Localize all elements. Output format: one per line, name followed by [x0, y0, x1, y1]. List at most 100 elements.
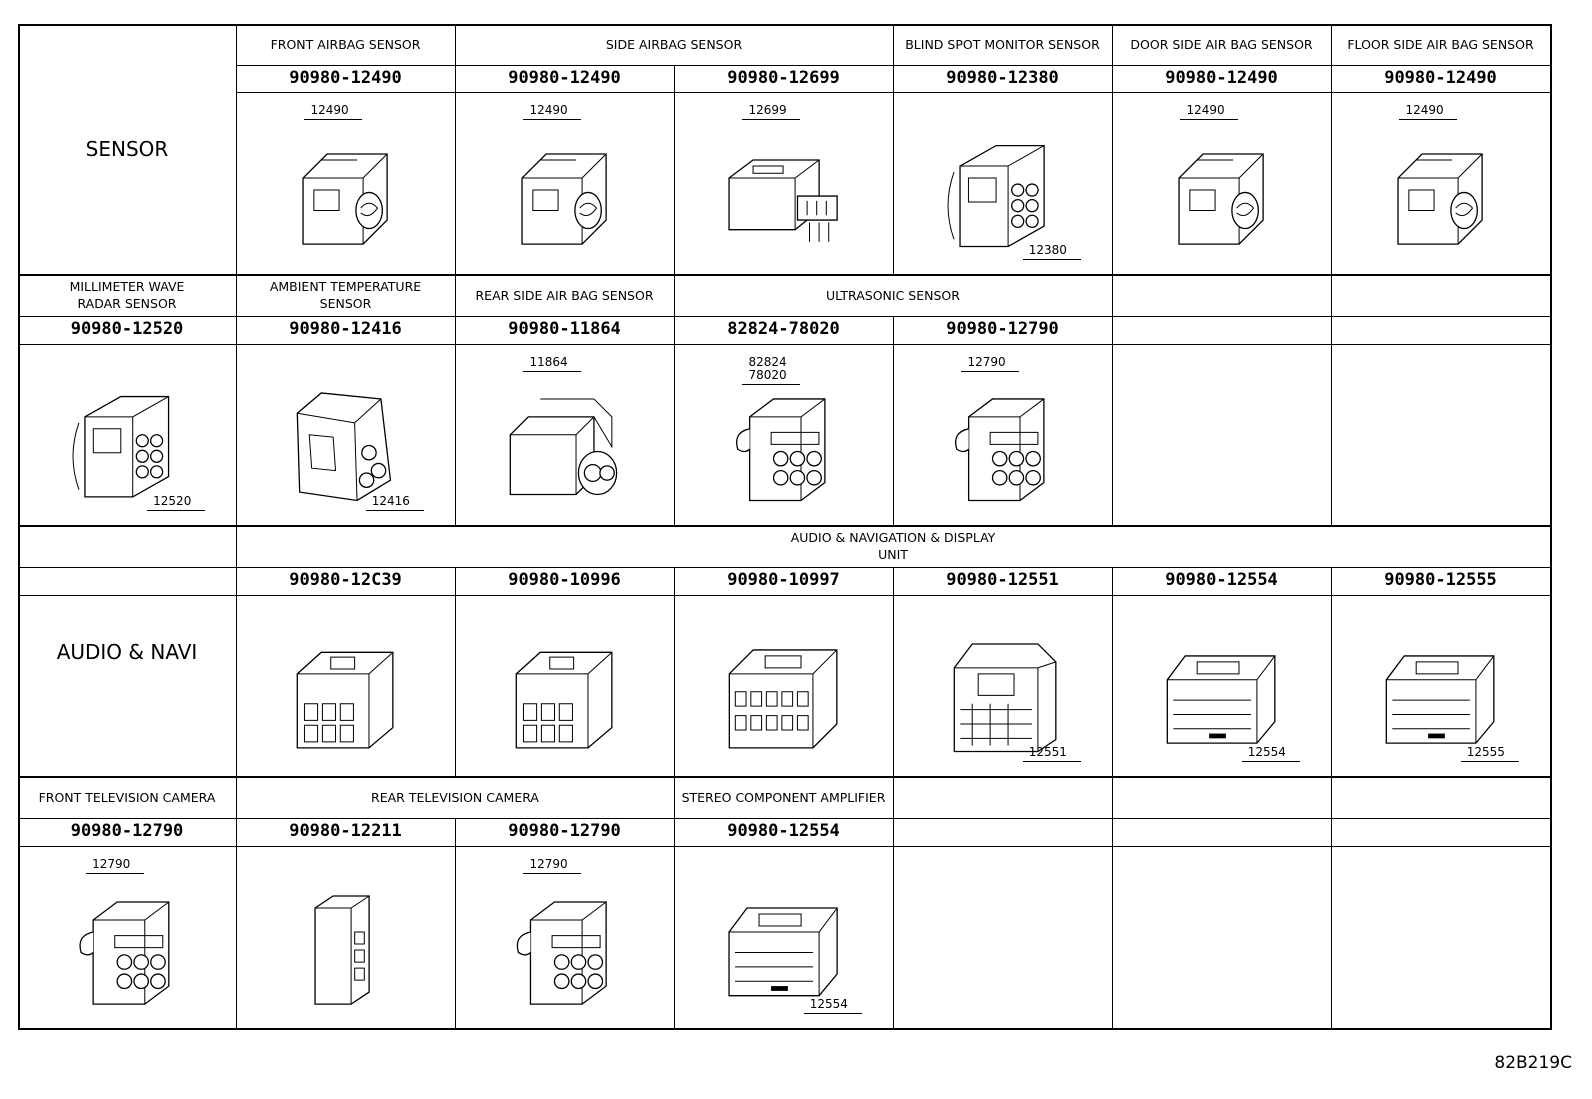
group-label-audio-navi: AUDIO & NAVI [56, 640, 198, 664]
section-header: REAR TELEVISION CAMERA [371, 789, 539, 805]
round-multipin-connector-icon [932, 136, 1072, 256]
column-divider [236, 525, 237, 776]
callout-leader [304, 119, 363, 120]
callout-leader [523, 371, 582, 372]
column-divider [1331, 567, 1332, 776]
six-pin-connector-icon [57, 890, 197, 1010]
callout-label: 12551 [1028, 745, 1067, 759]
callout-leader [1180, 119, 1239, 120]
section-header: DOOR SIDE AIR BAG SENSOR [1130, 37, 1313, 52]
flat-multipin-connector-icon [1151, 638, 1291, 757]
column-divider [674, 776, 675, 1028]
part-number: 90980-12555 [1384, 570, 1497, 590]
callout-leader [1460, 761, 1519, 762]
outer-border [1550, 24, 1552, 1028]
airbag-connector-icon [1370, 136, 1510, 256]
callout-leader [523, 873, 582, 874]
row-divider [18, 344, 1550, 345]
column-divider [455, 818, 456, 1028]
part-number: 90980-11864 [508, 319, 621, 339]
row-divider [18, 567, 1550, 568]
callout-label: 12790 [92, 857, 131, 871]
callout-label: 12554 [1247, 745, 1286, 759]
latch-connector-icon [932, 638, 1072, 757]
drawing-code: 82B219C [1494, 1053, 1572, 1073]
part-number: 90980-12416 [289, 319, 402, 339]
part-number: 90980-12490 [1384, 68, 1497, 88]
flat-multipin-connector-icon [1370, 638, 1510, 757]
callout-leader [742, 384, 801, 385]
column-divider [674, 65, 675, 274]
column-divider [893, 776, 894, 1028]
section-header: AMBIENT TEMPERATURE SENSOR [269, 279, 422, 311]
flat-multipin-connector-icon [713, 890, 853, 1010]
callout-leader [86, 873, 145, 874]
part-number: 90980-12699 [727, 68, 840, 88]
part-number: 90980-12380 [946, 68, 1059, 88]
callout-leader [1022, 761, 1081, 762]
part-number: 90980-12490 [1165, 68, 1278, 88]
six-pin-connector-icon [932, 387, 1072, 506]
callout-leader [1241, 761, 1300, 762]
callout-label: 12790 [529, 857, 568, 871]
callout-label: 12554 [809, 997, 848, 1011]
column-divider [455, 24, 456, 274]
section-header: REAR SIDE AIR BAG SENSOR [475, 287, 654, 303]
row-divider [18, 818, 1550, 819]
column-divider [893, 24, 894, 274]
callout-label: 12699 [748, 103, 787, 117]
column-divider [455, 274, 456, 525]
callout-label: 12490 [1186, 103, 1225, 117]
part-number: 90980-12C39 [289, 570, 402, 590]
column-divider [1112, 567, 1113, 776]
section-header: AUDIO & NAVIGATION & DISPLAY UNIT [790, 530, 996, 562]
callout-leader [365, 510, 424, 511]
column-divider [1112, 24, 1113, 274]
part-number: 90980-12790 [946, 319, 1059, 339]
row-divider [18, 595, 1550, 596]
part-number: 90980-12490 [508, 68, 621, 88]
part-number: 90980-12520 [70, 319, 184, 339]
callout-label: 82824 78020 [748, 355, 787, 382]
section-header: STEREO COMPONENT AMPLIFIER [681, 789, 886, 805]
part-number: 90980-10997 [727, 570, 840, 590]
callout-leader [803, 1013, 862, 1014]
part-number: 82824-78020 [727, 319, 840, 339]
callout-leader [1399, 119, 1458, 120]
group-label-sensor: SENSOR [85, 137, 169, 161]
callout-leader [1022, 259, 1081, 260]
column-divider [1112, 776, 1113, 1028]
long-connector-icon [713, 136, 853, 256]
callout-leader [961, 371, 1020, 372]
part-number: 90980-12490 [289, 68, 402, 88]
callout-label: 11864 [529, 355, 568, 369]
part-number: 90980-12554 [727, 821, 840, 841]
airbag-connector-icon [275, 136, 415, 256]
section-header: FRONT TELEVISION CAMERA [38, 789, 216, 805]
callout-label: 12490 [529, 103, 568, 117]
column-divider [1331, 24, 1332, 274]
column-divider [893, 316, 894, 525]
column-divider [674, 274, 675, 525]
callout-label: 12790 [967, 355, 1006, 369]
slim-box-connector-icon [275, 890, 415, 1010]
part-number: 90980-12790 [70, 821, 184, 841]
callout-label: 12490 [1405, 103, 1444, 117]
airbag-connector-icon [494, 136, 634, 256]
box-connector-icon [275, 638, 415, 757]
row-divider [18, 274, 1550, 276]
part-number: 90980-12551 [946, 570, 1059, 590]
airbag-connector-icon [1151, 136, 1291, 256]
section-header: MILLIMETER WAVE RADAR SENSOR [69, 279, 185, 311]
row-divider [18, 316, 1550, 317]
callout-leader [523, 119, 582, 120]
row-divider [18, 846, 1550, 847]
section-header: SIDE AIRBAG SENSOR [605, 37, 743, 52]
callout-label: 12416 [371, 494, 410, 508]
column-divider [1331, 274, 1332, 525]
box-connector-icon [494, 638, 634, 757]
column-divider [674, 567, 675, 776]
angled-connector-icon [275, 387, 415, 506]
callout-label: 12380 [1028, 243, 1067, 257]
